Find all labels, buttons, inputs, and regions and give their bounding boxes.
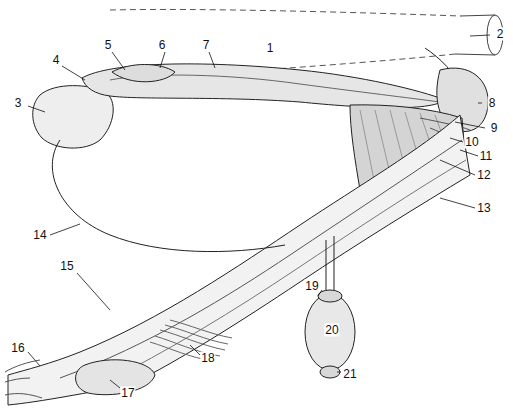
callout-number: 3 (14, 97, 23, 110)
callout-number: 7 (202, 39, 211, 52)
callout-number: 15 (59, 260, 74, 273)
penis-band (100, 160, 466, 385)
callout-number: 12 (476, 169, 491, 182)
spermatic-cord (326, 236, 334, 296)
bladder (33, 86, 113, 148)
callout-number: 17 (120, 387, 135, 400)
epididymis-tail (320, 366, 340, 378)
callout-number: 14 (32, 229, 47, 242)
callout-number: 20 (324, 324, 339, 337)
retractor-muscle (60, 140, 462, 378)
penis (8, 115, 470, 405)
callout-number: 19 (304, 280, 319, 293)
callout-number: 10 (464, 136, 479, 149)
callout-number: 2 (496, 28, 505, 41)
callout-number: 5 (104, 39, 113, 52)
callout-number: 4 (52, 54, 61, 67)
muscle-striations (150, 320, 232, 361)
callout-number: 13 (476, 202, 491, 215)
leader-lines (28, 35, 490, 388)
testis (305, 294, 355, 370)
vas-deferens (52, 140, 285, 252)
vesicle (112, 65, 175, 82)
callout-number: 18 (200, 352, 215, 365)
epididymis-head (318, 290, 342, 302)
callout-number: 11 (479, 150, 493, 163)
ampulla (82, 64, 445, 108)
rectum-end-lines (455, 15, 495, 55)
glans (76, 360, 155, 395)
callout-number: 9 (490, 122, 499, 135)
callout-number: 16 (10, 342, 25, 355)
callout-number: 1 (266, 42, 275, 55)
callout-number: 8 (488, 97, 497, 110)
callout-number: 6 (158, 39, 167, 52)
callout-number: 21 (342, 368, 357, 381)
prepuce (5, 360, 42, 398)
